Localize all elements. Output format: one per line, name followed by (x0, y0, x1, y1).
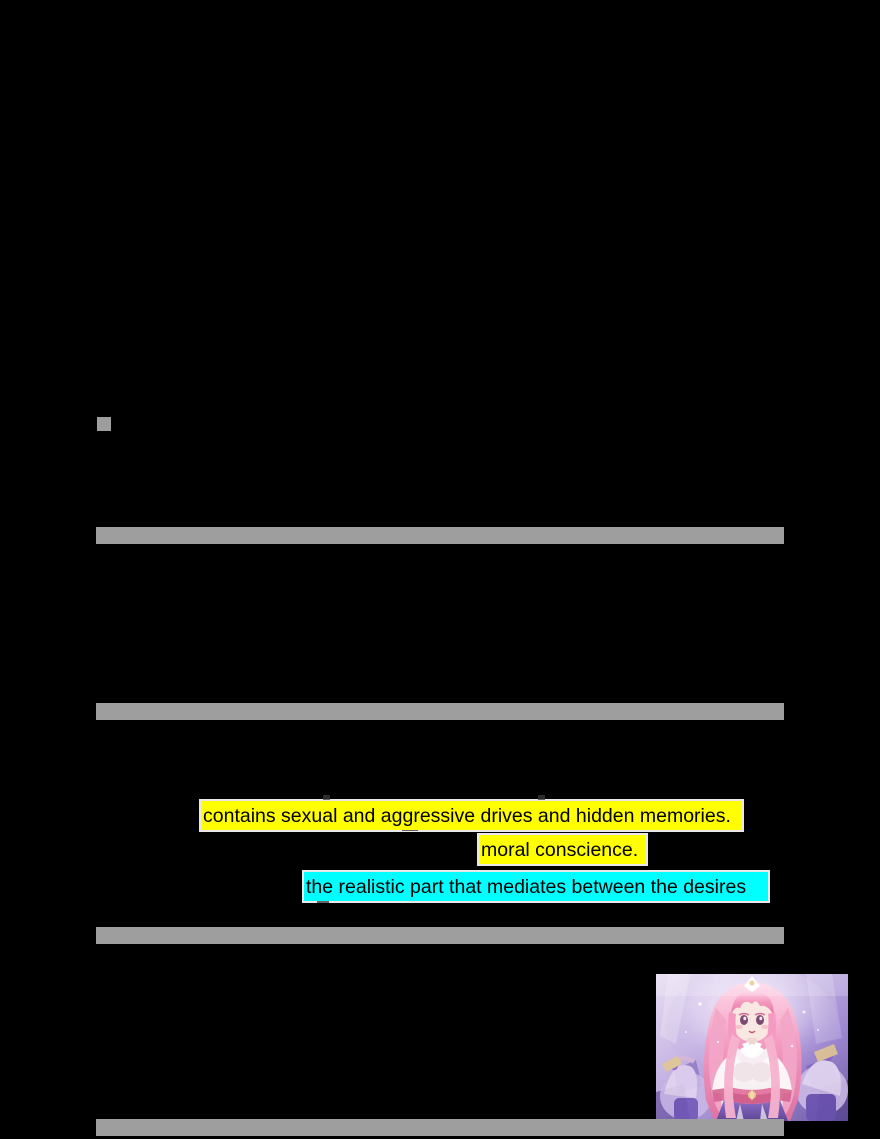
text-artifact (538, 795, 545, 800)
highlight-run-1[interactable]: contains sexual and aggressive drives an… (201, 801, 742, 830)
text-artifact (317, 899, 329, 903)
square-bullet (97, 417, 111, 431)
separator-bar-2 (96, 703, 784, 720)
separator-bar-1 (96, 527, 784, 544)
text-artifact (323, 795, 330, 800)
anime-character-illustration (656, 974, 848, 1121)
highlight-run-2[interactable]: moral conscience. (479, 835, 646, 864)
separator-bar-3 (96, 927, 784, 944)
separator-bar-4 (96, 1119, 784, 1136)
anime-character-image[interactable] (656, 974, 848, 1121)
highlight-run-3[interactable]: the realistic part that mediates between… (304, 872, 768, 901)
